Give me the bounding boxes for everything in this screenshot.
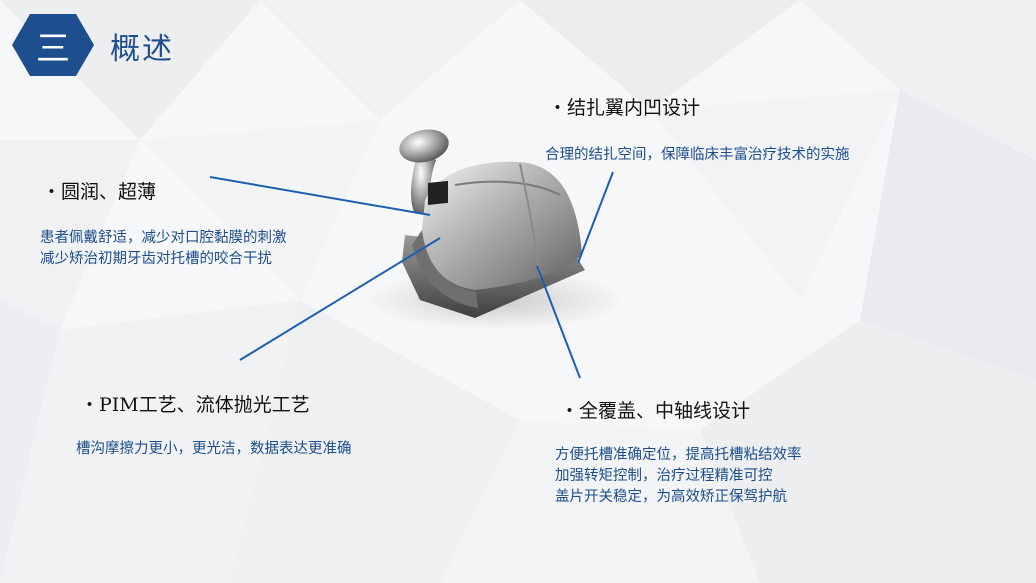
feature-desc-pim: 槽沟摩擦力更小，更光洁，数据表达更准确 <box>76 439 352 460</box>
feature-heading-round-thin: ・圆润、超薄 <box>42 181 157 203</box>
feature-desc-line: 槽沟摩擦力更小，更光洁，数据表达更准确 <box>76 441 352 457</box>
leader-line-ligation-wing <box>577 171 614 264</box>
feature-desc-line: 加强转矩控制，治疗过程精准可控 <box>555 468 773 484</box>
feature-desc-line: 减少矫治初期牙齿对托槽的咬合干扰 <box>40 251 272 267</box>
feature-desc-line: 合理的结扎空间，保障临床丰富治疗技术的实施 <box>545 147 850 163</box>
section-number: 三 <box>36 28 70 69</box>
feature-desc-full-cover: 方便托槽准确定位，提高托槽粘结效率 加强转矩控制，治疗过程精准可控 盖片开关稳定… <box>555 445 802 508</box>
feature-heading-full-cover: ・全覆盖、中轴线设计 <box>560 400 751 422</box>
leader-line-round-thin <box>209 176 431 216</box>
feature-desc-ligation-wing: 合理的结扎空间，保障临床丰富治疗技术的实施 <box>545 145 850 166</box>
feature-heading-ligation-wing: ・结扎翼内凹设计 <box>548 97 701 119</box>
feature-desc-line: 方便托槽准确定位，提高托槽粘结效率 <box>555 447 802 463</box>
section-number-hexagon <box>12 14 94 76</box>
leader-line-pim <box>239 237 441 361</box>
feature-desc-line: 患者佩戴舒适，减少对口腔黏膜的刺激 <box>40 230 287 246</box>
feature-desc-round-thin: 患者佩戴舒适，减少对口腔黏膜的刺激 减少矫治初期牙齿对托槽的咬合干扰 <box>40 228 287 270</box>
feature-desc-line: 盖片开关稳定，为高效矫正保驾护航 <box>555 489 787 505</box>
feature-heading-pim: ・PIM工艺、流体抛光工艺 <box>80 394 310 416</box>
page-title: 概述 <box>110 32 174 67</box>
leader-line-full-cover <box>536 265 581 379</box>
